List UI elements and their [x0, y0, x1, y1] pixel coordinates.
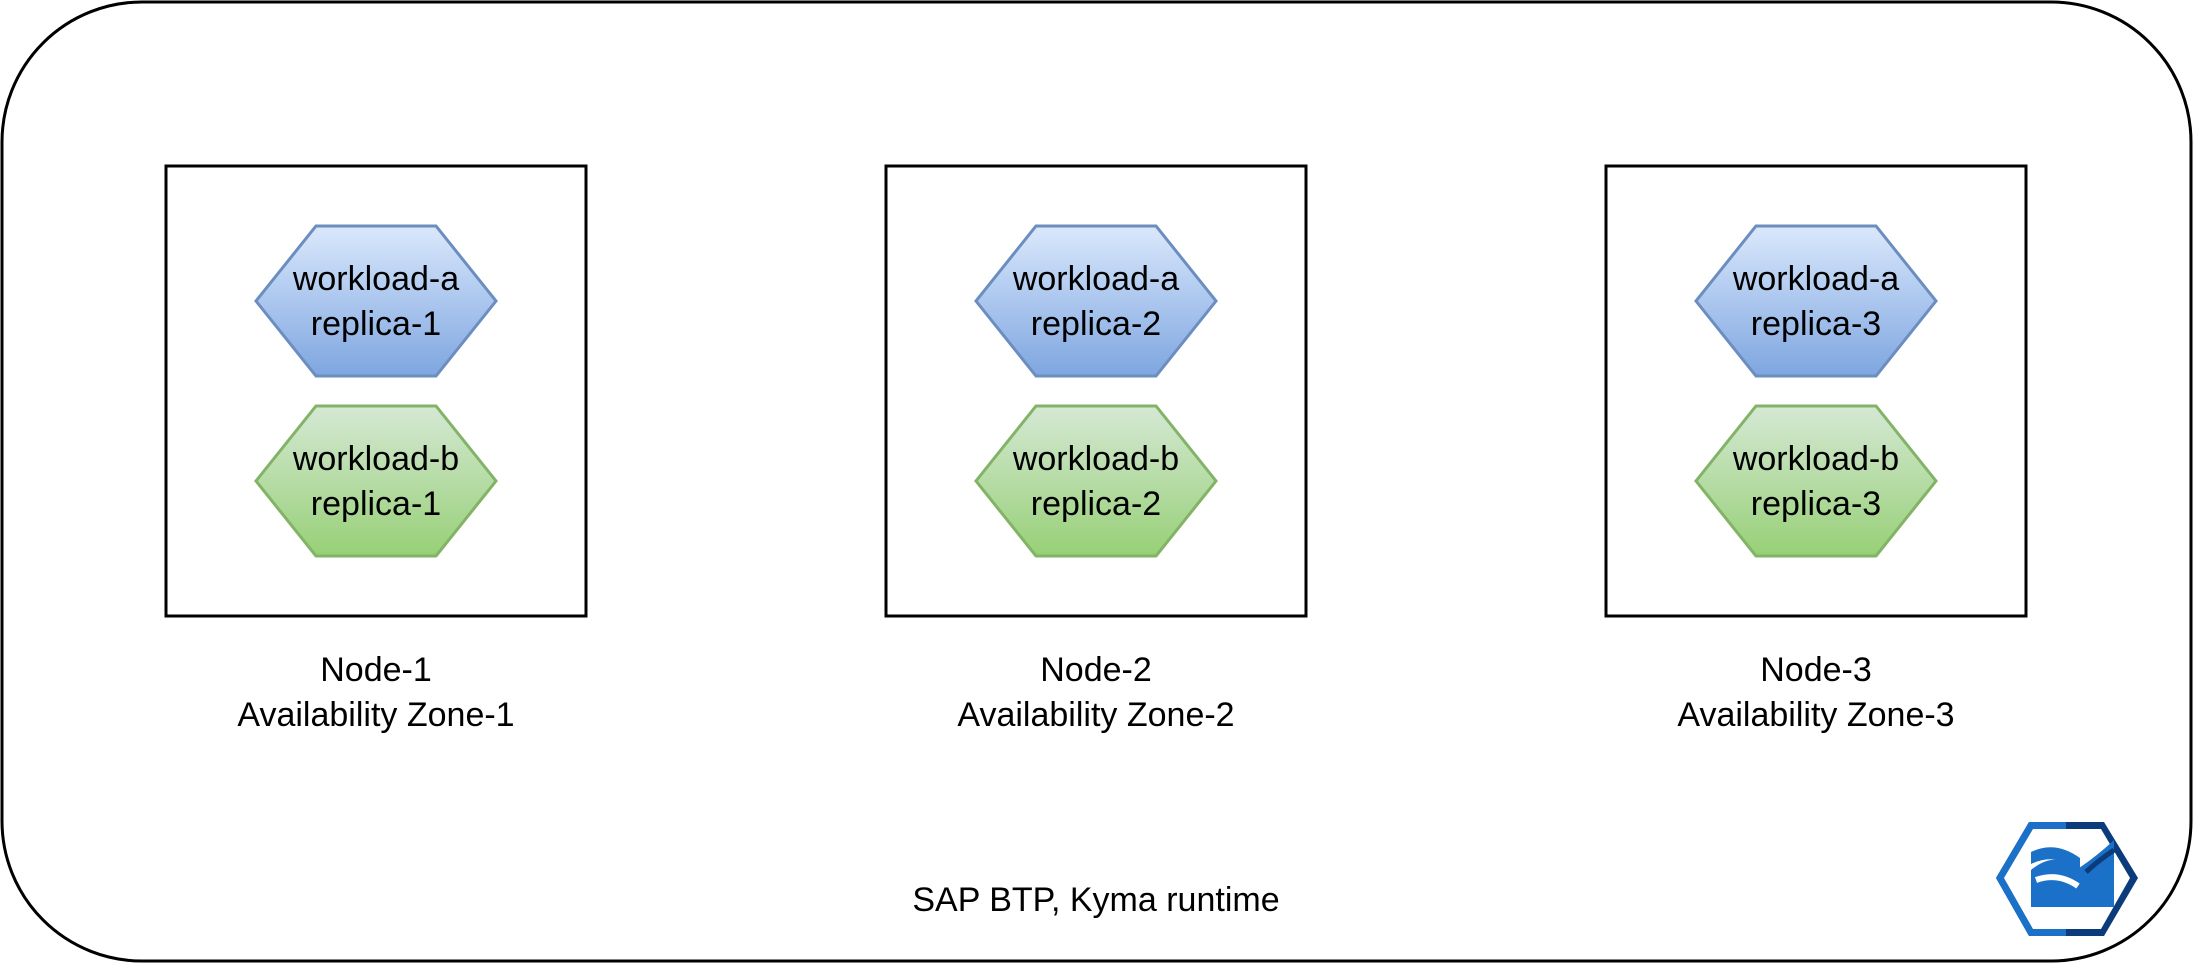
workload-b-replica: workload-b replica-1: [254, 404, 498, 558]
workload-name: workload-b: [1732, 440, 1899, 478]
node-name: Node-3: [1760, 651, 1872, 689]
workload-name: workload-b: [1012, 440, 1179, 478]
availability-zone: Availability Zone-2: [957, 696, 1234, 734]
workload-name: workload-b: [292, 440, 459, 478]
replica-name: replica-1: [311, 305, 441, 343]
workload-a-replica: workload-a replica-1: [254, 224, 498, 378]
availability-zone: Availability Zone-3: [1677, 696, 1954, 734]
node-box: [1604, 164, 2028, 618]
workload-b-hexagon: [1694, 404, 1938, 558]
replica-name: replica-1: [311, 485, 441, 523]
node-box: [884, 164, 1308, 618]
workload-b-replica: workload-b replica-3: [1694, 404, 1938, 558]
replica-name: replica-3: [1751, 485, 1881, 523]
workload-b-hexagon: [254, 404, 498, 558]
node-name: Node-1: [320, 651, 432, 689]
kyma-logo-icon: [1996, 822, 2138, 936]
availability-zone: Availability Zone-1: [237, 696, 514, 734]
replica-name: replica-3: [1751, 305, 1881, 343]
workload-b-hexagon: [974, 404, 1218, 558]
node-3: workload-a replica-3 workload-b replica-…: [1604, 164, 2028, 734]
workload-a-replica: workload-a replica-3: [1694, 224, 1938, 378]
workload-a-hexagon: [254, 224, 498, 378]
workload-b-replica: workload-b replica-2: [974, 404, 1218, 558]
node-box: [164, 164, 588, 618]
replica-name: replica-2: [1031, 485, 1161, 523]
cluster-label: SAP BTP, Kyma runtime: [912, 881, 1279, 919]
workload-a-replica: workload-a replica-2: [974, 224, 1218, 378]
workload-name: workload-a: [1012, 260, 1179, 298]
workload-a-hexagon: [1694, 224, 1938, 378]
workload-name: workload-a: [1732, 260, 1899, 298]
node-name: Node-2: [1040, 651, 1152, 689]
node-1: workload-a replica-1 workload-b replica-…: [164, 164, 588, 734]
node-2: workload-a replica-2 workload-b replica-…: [884, 164, 1308, 734]
replica-name: replica-2: [1031, 305, 1161, 343]
workload-name: workload-a: [292, 260, 459, 298]
workload-a-hexagon: [974, 224, 1218, 378]
